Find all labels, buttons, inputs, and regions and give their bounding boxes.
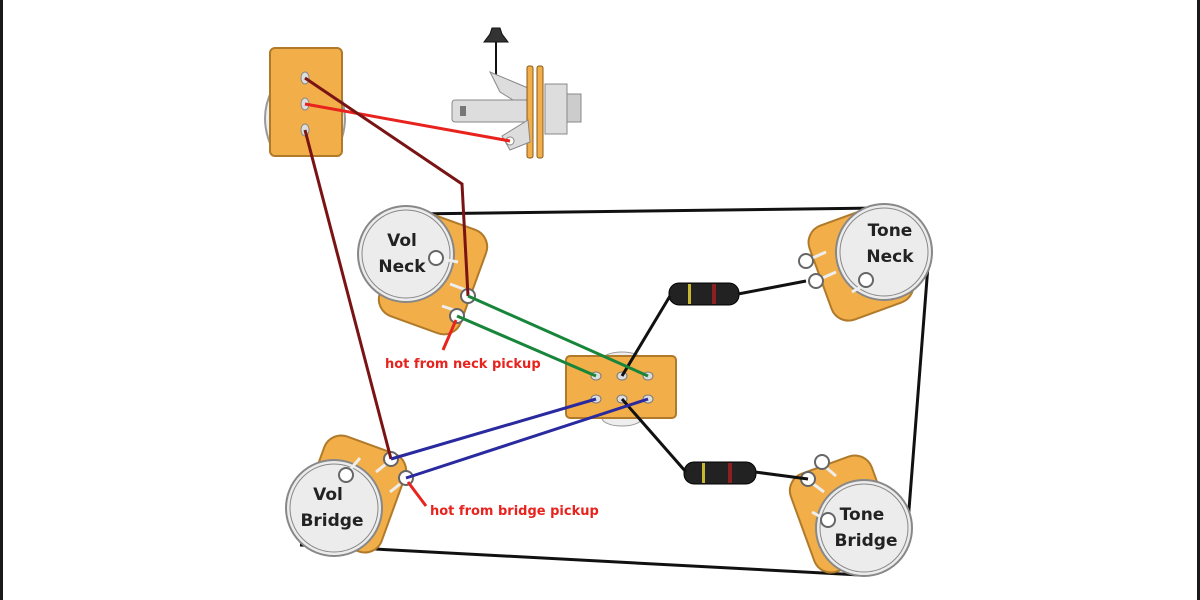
capacitor-body — [668, 282, 740, 306]
pot-label-line2: Neck — [866, 247, 914, 267]
capacitor-band-red — [712, 284, 716, 304]
wire-blue-vol-bridge-to-switch — [390, 397, 597, 461]
capacitor-band-yellow — [688, 284, 691, 304]
pot-lug-hole — [814, 454, 830, 470]
pot-lug — [449, 282, 467, 292]
pot-face-ring — [361, 209, 451, 299]
pot-face-ring — [819, 483, 909, 573]
capacitor-neck — [668, 282, 740, 306]
pot-face-ring — [289, 463, 379, 553]
wire-darkred-switch-to-vol-bridge — [303, 129, 393, 460]
jack-tip-lug — [501, 119, 531, 151]
wire-black-switch-to-cap-neck — [620, 295, 672, 377]
pot-label-line1: Tone — [840, 505, 885, 525]
capacitor-band-yellow — [702, 463, 705, 483]
wire-darkred-switch-to-vol-neck — [304, 76, 470, 297]
pot-label-line1: Vol — [313, 485, 343, 505]
jack-nut — [544, 83, 568, 135]
frame-border-right — [1197, 0, 1200, 600]
pot-tone-neck: Tone Neck — [798, 203, 933, 322]
frame-border-left — [0, 0, 3, 600]
pot-face — [285, 459, 383, 557]
wires — [303, 76, 809, 481]
annotation-neck-hot: hot from neck pickup — [385, 319, 541, 372]
pot-tone-bridge: Tone Bridge — [788, 454, 913, 577]
pot-vol-neck: Vol Neck — [357, 205, 489, 336]
pot-lug-hole — [798, 253, 814, 269]
output-jack — [451, 27, 582, 159]
wire-black-cap-to-tone-neck — [737, 279, 807, 296]
pot-label-line1: Vol — [387, 231, 417, 251]
jack-washer — [526, 65, 534, 159]
ground-wire-right — [904, 239, 932, 549]
pot-lug-hole — [858, 272, 874, 288]
capacitor-band-red — [728, 463, 732, 483]
annotation-pointer — [406, 481, 428, 507]
pot-face — [357, 205, 455, 303]
pot-label-line2: Bridge — [300, 511, 363, 531]
wire-green-vol-neck-to-switch — [467, 294, 649, 378]
pot-vol-bridge: Vol Bridge — [285, 434, 414, 557]
wire-blue-bridge-hot-to-switch — [405, 397, 649, 480]
pot-lug-hole — [808, 273, 824, 289]
ground-wire-bottom — [299, 543, 861, 577]
pot-lug-hole — [338, 467, 354, 483]
ground-symbol-icon — [483, 27, 509, 43]
pot-face-ring — [839, 207, 929, 297]
jack-thread — [566, 93, 582, 123]
jack-washer — [536, 65, 544, 159]
capacitor-body — [683, 461, 757, 485]
pot-lug — [389, 482, 401, 494]
wire-black-cap-to-tone-bridge — [754, 470, 809, 481]
switch-small — [264, 47, 346, 157]
wire-red-switch-to-jack — [304, 102, 511, 143]
annotation-text: hot from neck pickup — [385, 357, 541, 372]
annotation-pointer — [441, 319, 458, 351]
pot-label-line1: Tone — [868, 221, 913, 241]
pot-label-line2: Bridge — [834, 531, 897, 551]
jack-barrel-mark — [460, 106, 466, 116]
ground-wire-loop — [299, 206, 932, 577]
pot-label-line2: Neck — [378, 257, 426, 277]
annotation-bridge-hot: hot from bridge pickup — [406, 481, 599, 519]
pot-lug — [375, 462, 387, 474]
capacitor-bridge — [683, 461, 757, 485]
pot-lug-hole — [820, 512, 836, 528]
pot-lug-hole — [428, 250, 444, 266]
pot-lug — [441, 304, 455, 312]
ground-wire-top — [411, 206, 881, 216]
wire-black-switch-to-cap-bridge — [620, 398, 688, 473]
annotation-text: hot from bridge pickup — [430, 504, 599, 519]
pot-face — [815, 479, 913, 577]
wire-green-neck-hot-to-switch — [456, 314, 597, 378]
